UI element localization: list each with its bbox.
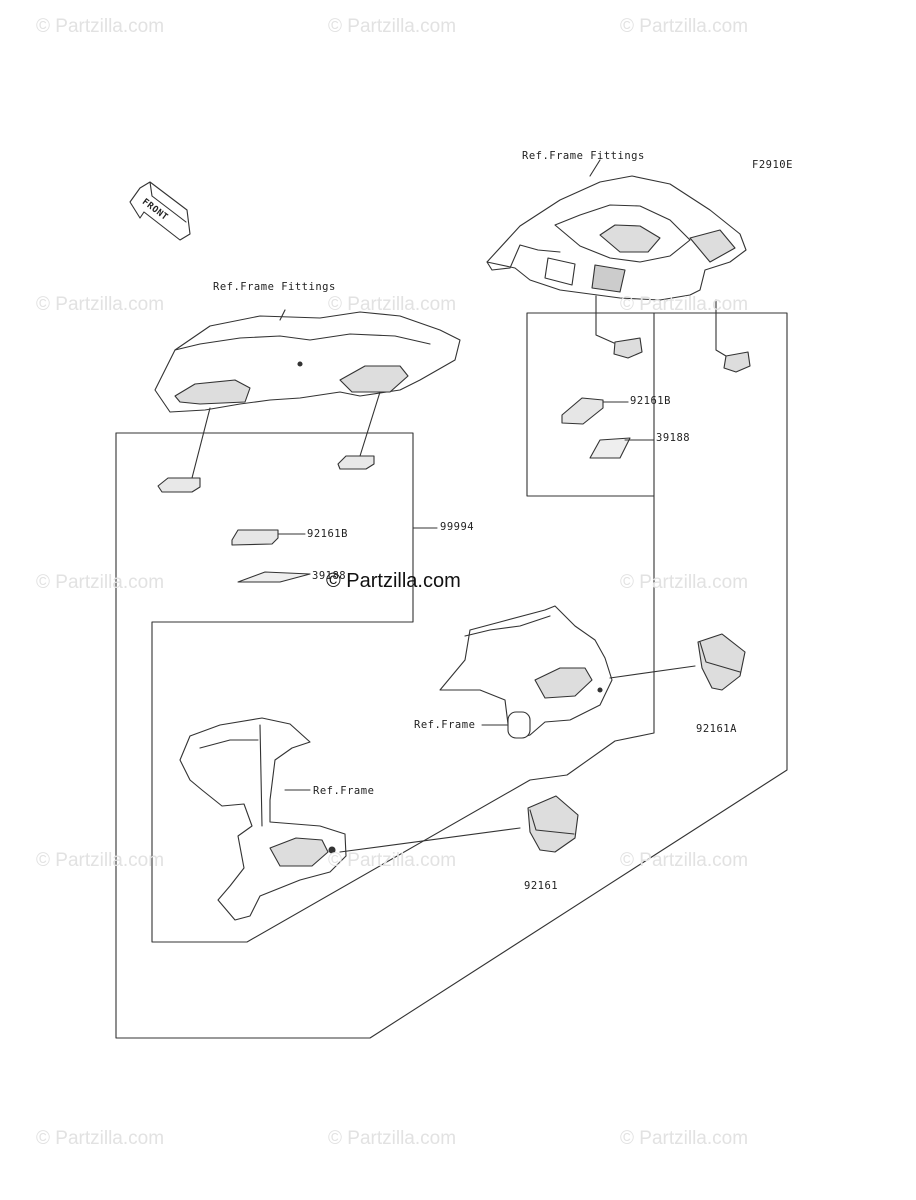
- label-ref-frame-fittings-top: Ref.Frame Fittings: [522, 150, 645, 162]
- watermark-3: © Partzilla.com: [620, 16, 749, 37]
- watermark-2: © Partzilla.com: [328, 16, 457, 37]
- front-arrow-icon: [129, 181, 191, 241]
- watermark-9: © Partzilla.com: [36, 850, 165, 871]
- watermark-11: © Partzilla.com: [620, 850, 749, 871]
- frame-section-lower: [179, 717, 347, 921]
- label-92161b-left: 92161B: [307, 528, 348, 540]
- frame-section-upper: [439, 605, 613, 739]
- watermark-1: © Partzilla.com: [36, 16, 165, 37]
- watermark-5: © Partzilla.com: [328, 294, 457, 315]
- watermark-12: © Partzilla.com: [36, 1128, 165, 1149]
- watermark-14: © Partzilla.com: [620, 1128, 749, 1149]
- frame-fitting-left: [154, 309, 461, 413]
- part-92161a-shape: [697, 633, 746, 691]
- part-39188-left-shape: [237, 571, 311, 583]
- part-92161b-left-shape: [231, 529, 279, 546]
- pad-left-1: [157, 477, 201, 493]
- label-39188-right: 39188: [656, 432, 691, 444]
- label-99994: 99994: [440, 521, 475, 533]
- watermark-4: © Partzilla.com: [36, 294, 165, 315]
- pad-right-1: [613, 337, 643, 359]
- watermark-10: © Partzilla.com: [328, 850, 457, 871]
- figure-code: F2910E: [752, 159, 793, 171]
- part-92161b-right-shape: [561, 397, 604, 425]
- label-ref-frame-upper: Ref.Frame: [414, 719, 476, 731]
- label-92161: 92161: [524, 880, 559, 892]
- watermark-13: © Partzilla.com: [328, 1128, 457, 1149]
- watermark-8: © Partzilla.com: [620, 572, 749, 593]
- label-39188-left: 39188: [312, 570, 347, 582]
- center-watermark: © Partzilla.com: [326, 570, 461, 592]
- label-92161a: 92161A: [696, 723, 737, 735]
- part-92161-shape: [527, 795, 579, 853]
- label-ref-frame-lower: Ref.Frame: [313, 785, 375, 797]
- frame-fitting-right: [486, 159, 747, 301]
- part-39188-right-shape: [589, 437, 631, 459]
- group-outline-outer: [115, 312, 788, 1039]
- watermark-7: © Partzilla.com: [36, 572, 165, 593]
- label-92161b-right: 92161B: [630, 395, 671, 407]
- pad-left-2: [337, 455, 375, 470]
- pad-right-2: [723, 351, 751, 373]
- watermark-6: © Partzilla.com: [620, 294, 749, 315]
- group-outline-left: [115, 312, 655, 943]
- label-ref-frame-fittings-left: Ref.Frame Fittings: [213, 281, 336, 293]
